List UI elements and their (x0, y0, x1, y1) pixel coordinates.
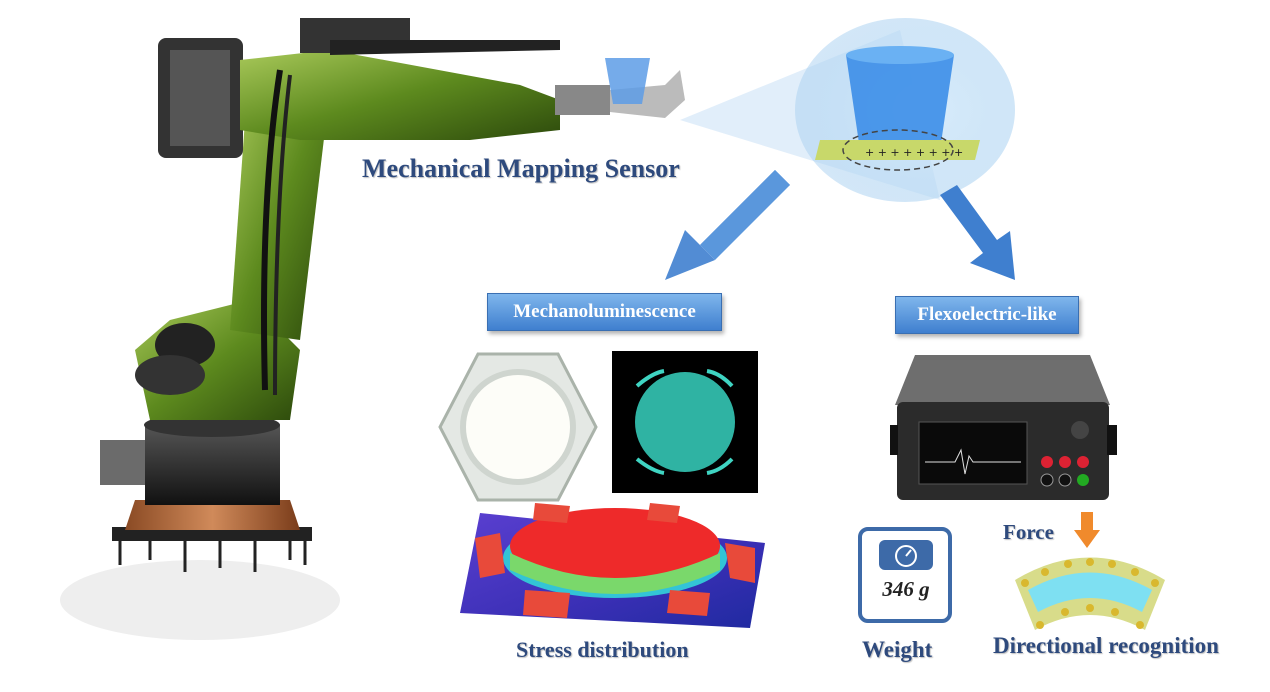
robot-arm-illustration (60, 18, 685, 640)
arrow-right-down-icon (940, 185, 1015, 280)
force-arrow-icon (1074, 512, 1100, 548)
weight-scale: 346 g (858, 527, 952, 623)
weight-label: Weight (862, 637, 933, 662)
stress-map-image (460, 503, 765, 628)
force-label: Force (1003, 520, 1054, 544)
gauge-icon (879, 540, 933, 570)
mechanoluminescence-label: Mechanoluminescence (487, 293, 722, 331)
directional-recognition-label: Directional recognition (993, 633, 1219, 658)
hexagon-sample-image (438, 352, 598, 502)
bent-film-image (1015, 557, 1165, 630)
flexoelectric-label: Flexoelectric-like (895, 296, 1079, 334)
svg-text:+ + + + + + + +: + + + + + + + + (865, 146, 963, 159)
weight-value: 346 g (882, 577, 930, 601)
zoom-beam: + + + + + + + + (680, 18, 1015, 202)
arrow-left-down-icon (665, 170, 790, 280)
sensor-label: Mechanical Mapping Sensor (362, 154, 680, 183)
luminescence-image (612, 351, 758, 493)
source-meter-image (890, 355, 1117, 500)
stress-distribution-label: Stress distribution (516, 637, 689, 662)
